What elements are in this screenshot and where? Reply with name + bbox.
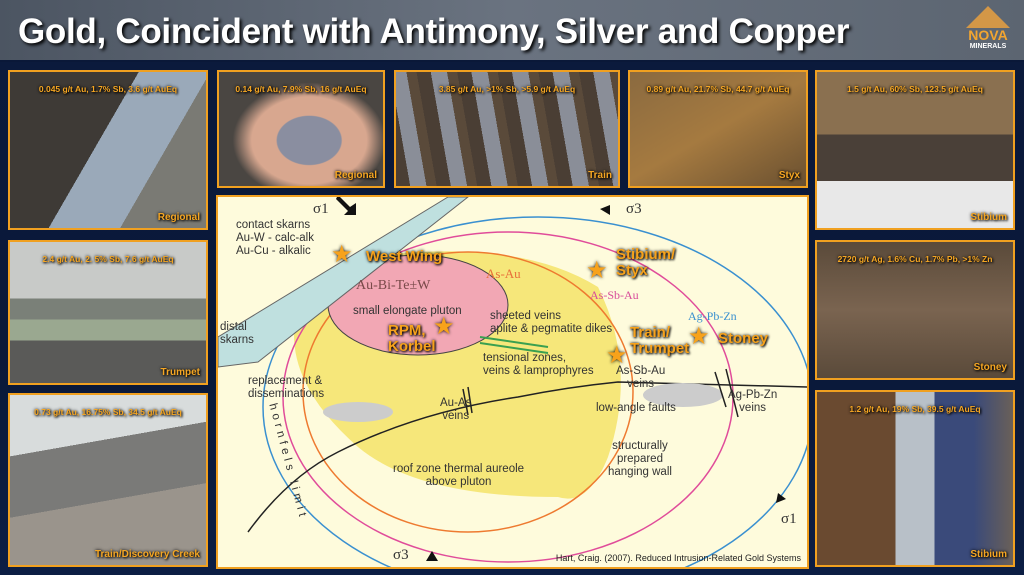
- ag-pb-zn-label: Ag-Pb-Zn: [688, 309, 737, 323]
- pluton-label: small elongate pluton: [353, 305, 462, 317]
- ag-pb-zn-zone: [262, 216, 807, 567]
- photo-stoney: 2720 g/t Ag, 1.6% Cu, 1.7% Pb, >1% Zn Sto…: [815, 240, 1015, 380]
- title-bar: Gold, Coincident with Antimony, Silver a…: [0, 0, 1024, 62]
- tensional-zones-label: tensional zones,veins & lamprophyres: [483, 352, 594, 377]
- site-rpm-korbel: RPM,Korbel: [388, 322, 436, 355]
- sigma3-label-bottom: σ3: [393, 547, 409, 563]
- diagram-shapes: [218, 197, 807, 567]
- low-angle-faults-label: low-angle faults: [596, 402, 676, 414]
- location-label: Regional: [334, 170, 377, 181]
- replacement-label: replacement &disseminations: [248, 375, 325, 400]
- location-label: Styx: [778, 170, 800, 181]
- skarn-band: [218, 197, 469, 368]
- location-label: Stibium: [970, 212, 1007, 223]
- au-bi-te-w-label: Au-Bi-Te±W: [356, 278, 431, 293]
- as-au-zone: [302, 251, 634, 533]
- logo-sub: MINERALS: [969, 43, 1007, 50]
- assay-label: 0.14 g/t Au, 7.9% Sb, 16 g/t AuEq: [235, 84, 367, 94]
- sigma3-label: σ3: [626, 201, 642, 217]
- assay-label: 3.85 g/t Au, >1% Sb, >5.9 g/t AuEq: [438, 84, 576, 94]
- sigma3-arrow-bottom-icon: [426, 551, 438, 561]
- star-icon-west-wing: ★: [331, 241, 353, 268]
- as-au-label: As-Au: [486, 266, 521, 281]
- site-train-trumpet: Train/Trumpet: [630, 324, 690, 357]
- sigma1-arrow-top-icon: [336, 197, 356, 215]
- assay-label: 2720 g/t Ag, 1.6% Cu, 1.7% Pb, >1% Zn: [837, 254, 993, 264]
- as-sb-au-label: As-Sb-Au: [590, 288, 639, 302]
- location-label: Stibium: [970, 549, 1007, 560]
- assay-label: 0.045 g/t Au, 1.7% Sb, 3.6 g/t AuEq: [38, 84, 178, 94]
- replacement-hatch: [323, 402, 393, 422]
- assay-label: 2.4 g/t Au, 2. 5% Sb, 7.6 g/t AuEq: [42, 254, 174, 264]
- slide-title: Gold, Coincident with Antimony, Silver a…: [18, 12, 850, 51]
- hanging-wall-hatch: [643, 383, 723, 407]
- sigma1-arrow-bottom-icon: [776, 493, 786, 503]
- logo-triangle-icon: [966, 6, 1010, 28]
- sigma1-label: σ1: [313, 201, 329, 217]
- citation: Hart, Craig. (2007). Reduced Intrusion-R…: [555, 553, 801, 563]
- site-stibium-styx: Stibium/Styx: [616, 246, 676, 279]
- assay-label: 1.2 g/t Au, 19% Sb, 39.5 g/t AuEq: [849, 404, 981, 414]
- location-label: Regional: [157, 212, 200, 223]
- star-icon-stoney: ★: [688, 323, 710, 350]
- site-stoney: Stoney: [718, 330, 769, 347]
- star-icon-stibium: ★: [586, 257, 608, 284]
- assay-label: 0.89 g/t Au, 21.7% Sb, 44.7 g/t AuEq: [646, 84, 790, 94]
- assay-label: 0.73 g/t Au, 16.75% Sb, 34.5 g/t AuEq: [34, 407, 182, 417]
- site-west-wing: West Wing: [366, 248, 443, 265]
- star-icon-train: ★: [606, 342, 628, 369]
- star-icon-rpm: ★: [433, 313, 455, 340]
- location-label: Stoney: [973, 362, 1007, 373]
- assay-label: 1.5 g/t Au, 60% Sb, 123.5 g/t AuEq: [847, 84, 983, 94]
- sigma1-label-bottom: σ1: [781, 511, 797, 527]
- location-label: Trumpet: [160, 367, 200, 378]
- logo-name: NOVA: [968, 27, 1008, 43]
- low-angle-fault: [247, 381, 807, 533]
- location-label: Train/Discovery Creek: [94, 549, 200, 560]
- sigma3-arrow-top-icon: [600, 205, 610, 215]
- location-label: Train: [588, 170, 612, 181]
- nova-minerals-logo: NOVA MINERALS: [958, 6, 1018, 58]
